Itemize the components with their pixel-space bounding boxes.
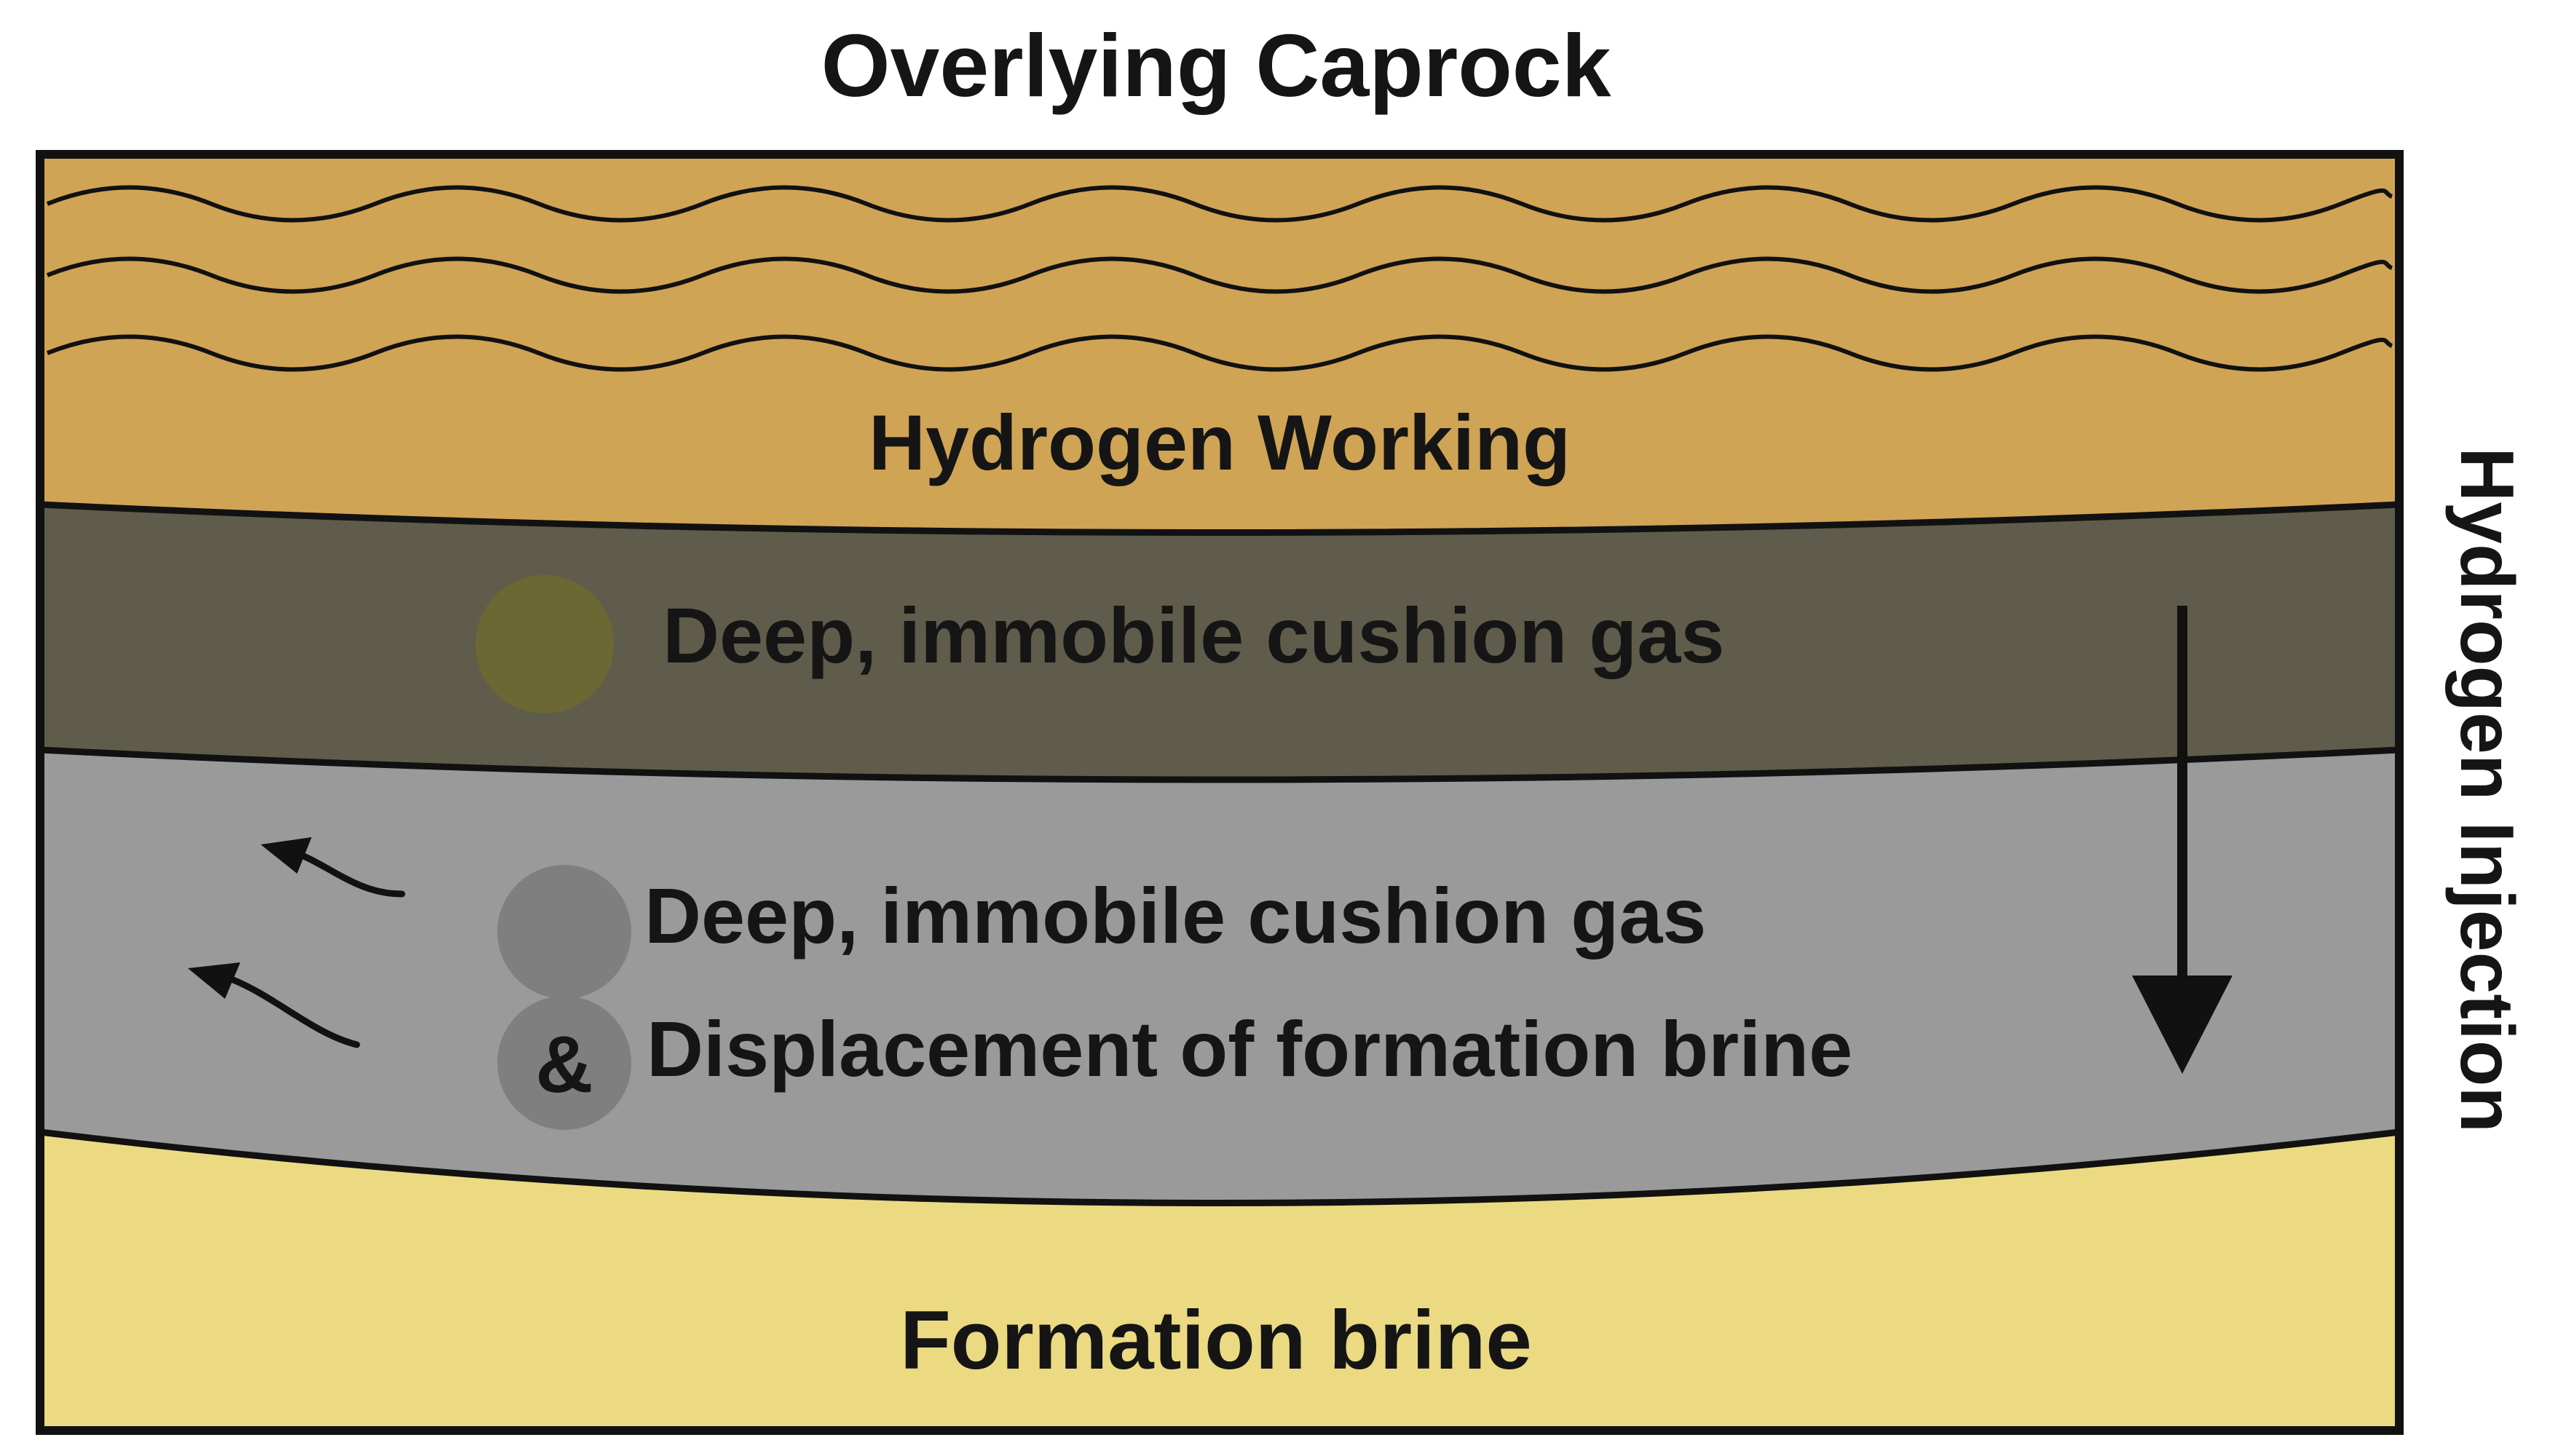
mixing-marker-displacement <box>497 996 631 1130</box>
layer-boundaries <box>39 501 2400 1206</box>
wavy-line-3 <box>46 334 2393 372</box>
label-formation-brine: Formation brine <box>900 1294 1532 1387</box>
flow-arrow-1-line <box>299 852 406 898</box>
flow-arrow-2-line <box>228 976 360 1048</box>
layer-formation-brine <box>40 1132 2399 1431</box>
cushion-gas-marker <box>475 575 614 713</box>
wavy-line-2 <box>46 256 2393 294</box>
boundary-cushion-mixing <box>39 746 2400 783</box>
diagram-frame <box>36 150 2404 1435</box>
label-cushion-gas: Deep, immobile cushion gas <box>663 591 1724 679</box>
brine-flow-arrows <box>228 852 406 1048</box>
label-displacement-brine: Displacement of formation brine <box>647 1005 1852 1093</box>
flow-arrow-1-head <box>261 837 312 874</box>
boundary-mixing-brine <box>39 1128 2400 1206</box>
label-hydrogen-working: Hydrogen Working <box>869 398 1571 486</box>
flow-arrow-2-head <box>188 962 240 999</box>
side-label-hydrogen-injection: Hydrogen Injection <box>2444 447 2529 1133</box>
layer-hydrogen-working <box>40 154 2399 533</box>
diagram-title: Overlying Caprock <box>821 16 1611 115</box>
boundary-working-cushion <box>39 501 2400 536</box>
wavy-lines <box>46 185 2393 372</box>
injection-arrow-head <box>2132 976 2233 1074</box>
ampersand-label: & <box>535 1020 593 1109</box>
layer-cushion-gas <box>40 505 2399 780</box>
label-mixing-cushion-gas: Deep, immobile cushion gas <box>644 871 1706 960</box>
wavy-line-1 <box>46 185 2393 223</box>
layer-mixing-zone <box>40 750 2399 1203</box>
mixing-marker-cushion <box>497 865 631 999</box>
